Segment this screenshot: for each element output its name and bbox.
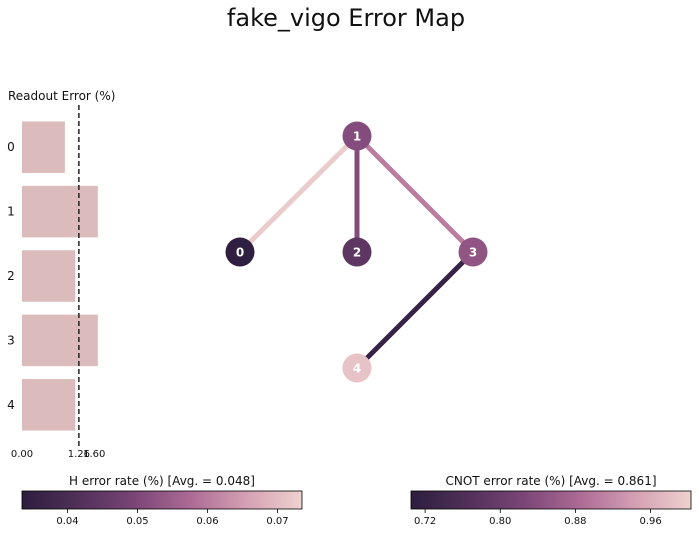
h-error-colorbar-title: H error rate (%) [Avg. = 0.048]: [69, 474, 255, 488]
coupling-edge: [238, 134, 359, 254]
cnot-error-colorbar-title: CNOT error rate (%) [Avg. = 0.861]: [445, 474, 656, 488]
readout-bar: [22, 121, 65, 173]
coupling-edge: [355, 134, 475, 254]
cnot-error-colorbar-gradient: [410, 490, 692, 510]
readout-category-label: 0: [7, 140, 15, 154]
readout-category-label: 4: [7, 398, 15, 412]
colorbar-tick-label: 0.07: [266, 516, 288, 527]
qubit-node: [342, 353, 372, 383]
readout-chart-title: Readout Error (%): [8, 89, 115, 103]
readout-x-tick-label: 1.26: [68, 449, 90, 460]
h-error-colorbar-gradient: [21, 490, 303, 510]
qubit-node: [342, 121, 372, 151]
readout-category-label: 3: [7, 333, 15, 347]
figure-title: fake_vigo Error Map: [227, 4, 465, 32]
readout-x-tick-label: 0.00: [11, 449, 33, 460]
colorbar-tick-label: 0.05: [126, 516, 148, 527]
readout-bar: [22, 250, 76, 302]
colorbar-tick-label: 0.80: [489, 516, 511, 527]
readout-bar: [22, 379, 76, 431]
coupling-map-panel: 0 1 2 3 4: [225, 121, 488, 383]
qubit-node-label: 4: [353, 362, 361, 376]
readout-error-panel: Readout Error (%) 0 1 2 3 4 0.00 1.261.60: [7, 89, 115, 460]
colorbar-tick-label: 0.04: [56, 516, 78, 527]
qubit-node-label: 2: [353, 246, 361, 260]
cnot-error-colorbar: CNOT error rate (%) [Avg. = 0.861] 0.72 0…: [410, 474, 692, 527]
readout-bar: [22, 314, 98, 367]
readout-bar: [22, 185, 98, 238]
colorbar-tick-label: 0.88: [564, 516, 586, 527]
readout-category-label: 2: [7, 269, 15, 283]
qubit-node-label: 1: [353, 130, 361, 144]
colorbar-tick-label: 0.06: [196, 516, 218, 527]
qubit-node: [225, 237, 255, 267]
coupling-edge: [355, 250, 475, 370]
colorbar-tick-label: 0.72: [414, 516, 436, 527]
readout-category-label: 1: [7, 205, 15, 219]
h-error-colorbar: H error rate (%) [Avg. = 0.048] 0.04 0.05…: [21, 474, 303, 527]
qubit-node-label: 3: [469, 246, 477, 260]
colorbar-tick-label: 0.96: [639, 516, 661, 527]
qubit-node: [458, 237, 488, 267]
qubit-node: [342, 237, 372, 267]
readout-x-tick-label: 1.60: [83, 449, 105, 460]
qubit-node-label: 0: [236, 246, 244, 260]
